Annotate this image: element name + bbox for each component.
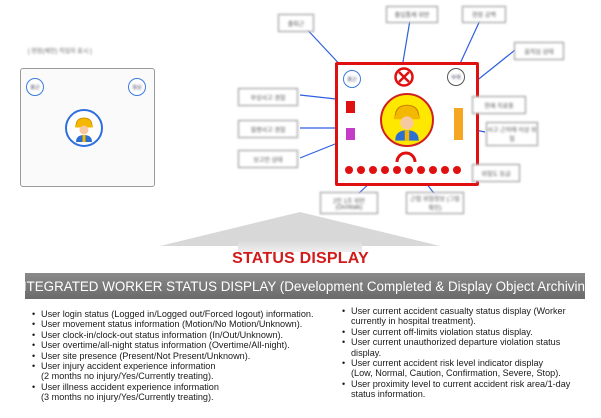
callout-motion-status: 움직임 상태 (514, 42, 564, 60)
clock-in-label: 출근 (30, 84, 40, 91)
treatment-indicator (454, 108, 463, 140)
list-item: User site presence (Present/Not Present/… (32, 351, 332, 362)
list-item-continuation: (Low, Normal, Caution, Confirmation, Sev… (351, 368, 561, 379)
list-item: User illness accident experience informa… (32, 382, 332, 393)
list-item: User current unauthorized departure viol… (342, 337, 592, 358)
list-item: User current off-limits violation status… (342, 327, 592, 338)
callout-risk-grade: 위험도 등급 (472, 164, 520, 182)
banner-text: INTEGRATED WORKER STATUS DISPLAY (Develo… (13, 278, 597, 294)
list-item: User overtime/all-night status informati… (32, 340, 332, 351)
callout-report-status: 보고안 상태 (238, 150, 298, 168)
list-item-continuation: status information. (351, 389, 426, 400)
list-item: User current accident casualty status di… (342, 306, 592, 317)
list-item: User movement status information (Motion… (32, 319, 332, 330)
absence-label: 부재 (451, 74, 461, 81)
list-item-continuation: currently in hospital treatment). (351, 316, 476, 327)
left-card-caption: [ 현장(제안) 작업자 표시 ] (28, 49, 92, 55)
callout-clock-in: 출퇴근 (278, 14, 314, 32)
list-item-continuation: (3 months no injury/Yes/Currently treati… (41, 392, 214, 403)
status-label: 정상 (132, 84, 142, 91)
callout-site-absence: 현장 공백 (462, 6, 506, 23)
injury-indicator (346, 101, 355, 113)
callout-injury-history: 부상사고 경험 (238, 88, 298, 106)
list-item: User clock-in/clock-out status informati… (32, 330, 332, 341)
alert-clock-in-label: 출근 (347, 76, 357, 83)
illness-indicator (346, 128, 355, 140)
risk-gauge-icon (394, 149, 418, 168)
status-badge: 정상 (128, 78, 146, 96)
list-item: User injury accident experience informat… (32, 361, 332, 372)
risk-level-dots (344, 162, 470, 180)
callout-leader-lines (299, 15, 516, 197)
alert-worker-card: 출근 부재 (335, 62, 479, 186)
left-status-list: User login status (Logged in/Logged out/… (32, 309, 332, 403)
list-item: User proximity level to current accident… (342, 379, 592, 390)
integrated-status-banner: INTEGRATED WORKER STATUS DISPLAY (Develo… (13, 273, 597, 299)
clock-in-badge: 출근 (26, 78, 44, 96)
callout-in-treatment: 현재 치료중 (472, 96, 526, 114)
list-item-continuation: (2 months no injury/Yes/Currently treati… (41, 371, 214, 382)
alert-clock-in-badge: 출근 (343, 70, 361, 88)
right-status-list: User current accident casualty status di… (342, 306, 592, 400)
up-arrow-stem (238, 240, 362, 252)
callout-nearby-risk: 사고 근처에 이상 위험 (486, 122, 538, 146)
worker-helmet-icon (75, 117, 93, 142)
worker-helmet-icon (393, 104, 421, 141)
worker-avatar (65, 109, 103, 147)
normal-worker-card: 출근 정상 (20, 68, 155, 187)
callout-access-violation: 출입통제 위반 (386, 6, 438, 23)
list-item: User login status (Logged in/Logged out/… (32, 309, 332, 320)
prohibited-icon (394, 67, 414, 92)
absence-badge: 부재 (447, 68, 465, 86)
list-item: User current accident risk level indicat… (342, 358, 592, 369)
alert-worker-avatar (380, 93, 434, 147)
callout-illness-history: 질병사고 경험 (238, 120, 298, 138)
status-display-title: STATUS DISPLAY (232, 250, 369, 267)
callout-buddy-violation: 2인 1조 위반 (On/Walk) (320, 192, 378, 214)
callout-proximity-risk: 근접 위험정보 (그림 확인) (406, 192, 464, 214)
